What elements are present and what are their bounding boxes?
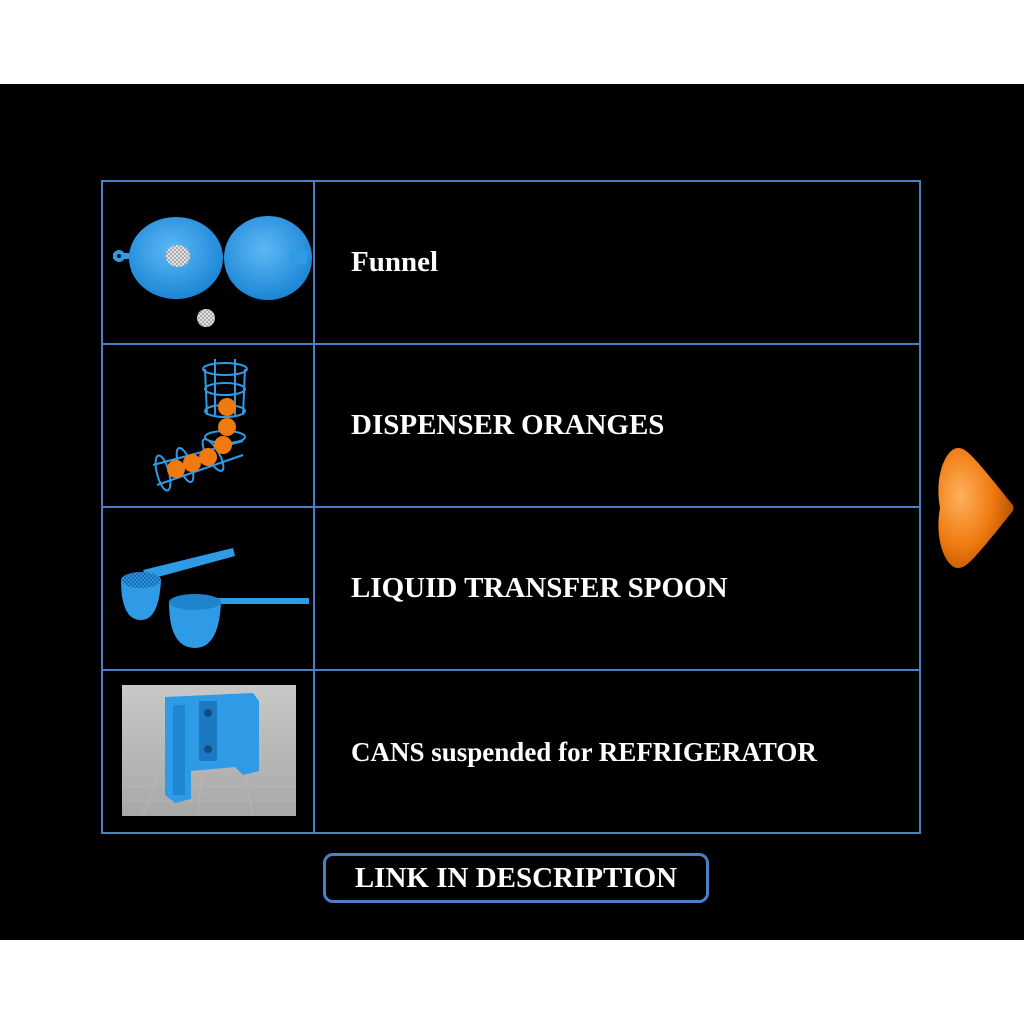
- row-label: DISPENSER ORANGES: [351, 409, 665, 441]
- table-row[interactable]: CANS suspended for REFRIGERATOR: [103, 671, 919, 834]
- orange-arrow-right-icon: [938, 448, 1014, 568]
- can-holder-model-icon: [103, 671, 315, 834]
- funnel-model-icon: [103, 182, 315, 343]
- row-label: Funnel: [351, 246, 439, 278]
- product-table: Funnel: [101, 180, 921, 834]
- table-row[interactable]: DISPENSER ORANGES: [103, 345, 919, 508]
- row-label: LIQUID TRANSFER SPOON: [351, 572, 728, 604]
- liquid-spoon-model-icon: [103, 508, 315, 669]
- row-label: CANS suspended for REFRIGERATOR: [351, 737, 817, 767]
- next-button[interactable]: [932, 446, 1016, 570]
- link-in-description-button[interactable]: LINK IN DESCRIPTION: [323, 853, 709, 903]
- table-row[interactable]: Funnel: [103, 182, 919, 345]
- content-panel: Funnel: [0, 84, 1024, 940]
- orange-dispenser-model-icon: [103, 345, 315, 506]
- table-row[interactable]: LIQUID TRANSFER SPOON: [103, 508, 919, 671]
